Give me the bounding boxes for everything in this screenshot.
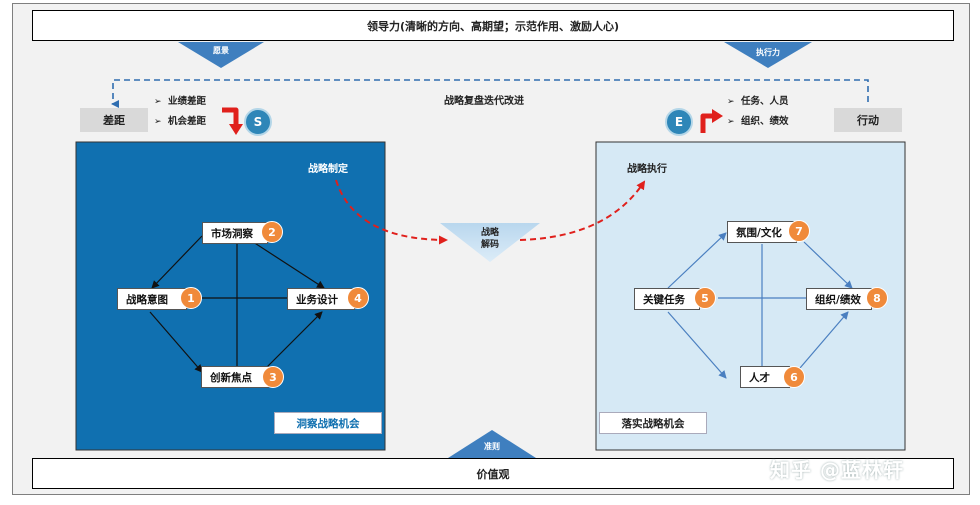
iteration-loop (111, 79, 869, 108)
connector-7-to-8 (803, 241, 853, 289)
number-badge-3: 3 (262, 366, 284, 388)
node-atmosphere-culture-label: 氛围/文化 (736, 226, 782, 239)
execution-badge-e: E (665, 108, 693, 136)
red-up-arrow (700, 113, 714, 133)
vision-label: 愿景 (213, 46, 229, 55)
execution-panel-footer: 落实战略机会 (599, 412, 707, 434)
number-badge-4: 4 (347, 287, 369, 309)
node-talent: 人才 (740, 366, 790, 388)
node-business-design: 业务设计 (287, 288, 355, 310)
vision-triangle (178, 42, 264, 68)
node-strategic-intent: 战略意图 (117, 288, 187, 310)
decode-label: 战略 解码 (470, 227, 510, 251)
action-bullet-2: ➢组织、绩效 (727, 112, 789, 132)
action-bullets: ➢任务、人员 ➢组织、绩效 (727, 92, 789, 132)
number-badge-1: 1 (180, 287, 202, 309)
gap-bullet-1: ➢业绩差距 (154, 92, 206, 112)
decode-funnel (440, 223, 540, 262)
values-text: 价值观 (476, 467, 510, 481)
values-bar: 价值观 (32, 458, 954, 489)
strategy-formulation-title: 战略制定 (308, 164, 348, 175)
node-organization-performance-label: 组织/绩效 (815, 293, 861, 306)
node-business-design-label: 业务设计 (296, 293, 338, 306)
node-talent-label: 人才 (749, 371, 770, 384)
formulation-to-decode-curve (335, 179, 448, 245)
number-badge-5: 5 (694, 287, 716, 309)
connector-3-to-4 (261, 311, 323, 373)
execution-power-label: 执行力 (756, 48, 780, 57)
connector-2-to-1 (151, 235, 203, 289)
gap-label: 差距 (103, 114, 125, 127)
guideline-triangle (448, 430, 536, 458)
node-innovation-focus-label: 创新焦点 (210, 371, 252, 384)
bullet-arrow-icon: ➢ (727, 117, 735, 127)
strategy-connectors (149, 235, 325, 373)
node-atmosphere-culture: 氛围/文化 (727, 221, 797, 243)
node-market-insight-label: 市场洞察 (211, 227, 253, 240)
decode-line-1: 战略 (480, 228, 499, 238)
node-organization-performance: 组织/绩效 (806, 288, 872, 310)
execution-power-triangle (724, 42, 812, 68)
node-key-tasks-label: 关键任务 (643, 293, 685, 306)
node-key-tasks: 关键任务 (634, 288, 700, 310)
strategy-execution-title: 战略执行 (627, 164, 667, 175)
connector-5-to-6 (667, 311, 727, 379)
action-label: 行动 (857, 114, 879, 127)
execution-connectors (667, 232, 853, 379)
number-badge-6: 6 (783, 366, 805, 388)
connector-2-to-4 (249, 239, 325, 289)
bullet-arrow-icon: ➢ (154, 97, 162, 107)
node-market-insight: 市场洞察 (202, 222, 268, 244)
watermark: 知乎 @蓝林轩 (770, 458, 904, 482)
gap-bullets: ➢业绩差距 ➢机会差距 (154, 92, 206, 132)
bullet-arrow-icon: ➢ (727, 97, 735, 107)
gap-bullet-2: ➢机会差距 (154, 112, 206, 132)
number-badge-8: 8 (866, 287, 888, 309)
node-innovation-focus: 创新焦点 (201, 366, 269, 388)
strategy-badge-s: S (244, 108, 272, 136)
loop-label: 战略复盘迭代改进 (444, 96, 524, 107)
strategy-panel-footer: 洞察战略机会 (274, 412, 382, 434)
execution-panel-footer-text: 落实战略机会 (621, 417, 685, 430)
red-up-arrowhead (712, 109, 723, 123)
connector-5-to-7 (667, 232, 727, 289)
red-down-arrow (222, 107, 239, 126)
bullet-arrow-icon: ➢ (154, 117, 162, 127)
action-box: 行动 (834, 108, 902, 132)
leadership-text: 领导力(清晰的方向、高期望；示范作用、激励人心) (366, 19, 620, 33)
guideline-label: 准则 (484, 442, 500, 451)
action-bullet-1: ➢任务、人员 (727, 92, 789, 112)
number-badge-2: 2 (261, 221, 283, 243)
leadership-bar: 领导力(清晰的方向、高期望；示范作用、激励人心) (32, 10, 954, 41)
gap-box: 差距 (80, 108, 148, 132)
strategy-panel-footer-text: 洞察战略机会 (296, 417, 360, 430)
number-badge-7: 7 (788, 220, 810, 242)
connector-1-to-3 (149, 311, 203, 373)
node-strategic-intent-label: 战略意图 (126, 293, 168, 306)
decode-line-2: 解码 (480, 240, 499, 250)
connector-6-to-8 (799, 311, 849, 369)
red-down-arrowhead (229, 124, 243, 135)
